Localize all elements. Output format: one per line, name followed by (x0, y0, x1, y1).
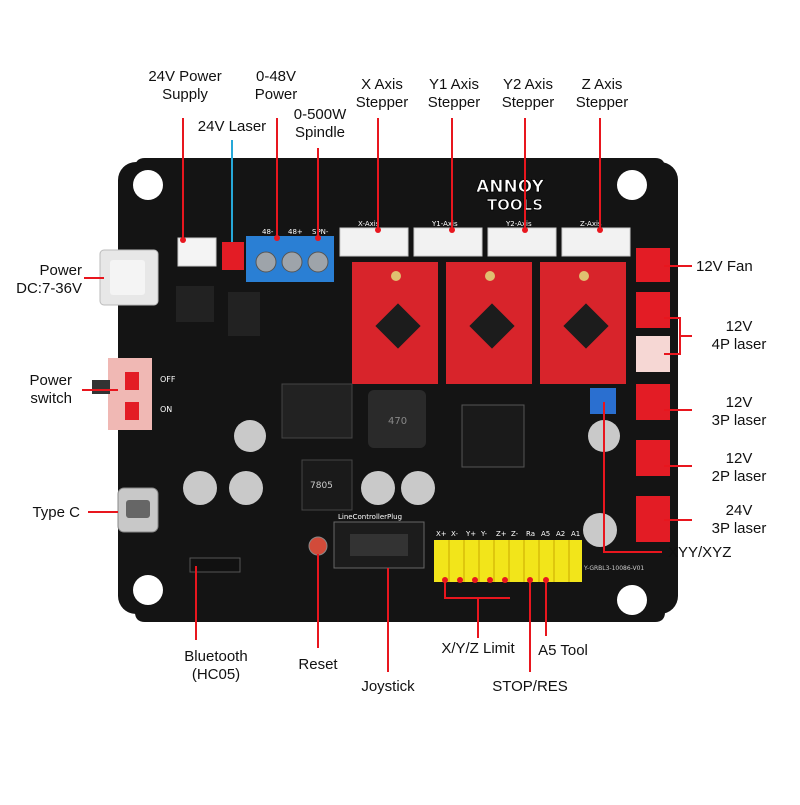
joystick-header: LineControllerPlug (333, 513, 425, 569)
brand-logo-line2: TOOLS (487, 196, 543, 214)
silk-pin-x-minus: X- (451, 530, 458, 538)
silk-pin-y-plus: Y+ (465, 530, 476, 538)
terminal-label-48-plus: 48+ (288, 228, 303, 236)
limit-headers: X+ X- Y+ Y- Z+ Z- Ra A5 A2 A1 (434, 530, 582, 582)
bluetooth-header (189, 557, 241, 573)
brand-logo: ANNOY TOOLS (476, 177, 545, 215)
silk-y2-axis: Y2-Axis (505, 220, 532, 228)
silk-off: OFF (160, 375, 176, 384)
silk-y1-axis: Y1-Axis (431, 220, 458, 228)
laser-24v-connector (222, 242, 244, 270)
silk-pin-a5: A5 (541, 530, 550, 538)
silk-model: Y-GRBL3-10086-V01 (583, 565, 644, 572)
brand-logo-line1: ANNOY (476, 177, 544, 197)
mount-hole-top-right (617, 170, 647, 200)
screw-terminal: 48- 48+ SPN- (246, 228, 334, 282)
silk-pin-z-minus: Z- (511, 530, 519, 538)
mount-hole-bottom-left (133, 575, 163, 605)
silk-line-controller: LineControllerPlug (338, 513, 402, 521)
callout-dots (180, 227, 603, 583)
reset-button (308, 536, 328, 556)
label-12v-fan: 12V Fan (696, 258, 753, 275)
silk-pin-x-plus: X+ (436, 530, 447, 538)
silk-on: ON (160, 405, 172, 414)
label-a5-tool: A5 Tool (538, 642, 588, 659)
mount-hole-bottom-right (617, 585, 647, 615)
inductor (368, 390, 426, 448)
label-reset: Reset (298, 656, 338, 673)
label-xyy-xyz: XYY/XYZ (668, 544, 732, 561)
label-stop-res: STOP/RES (492, 678, 568, 695)
power-switch-component: OFF ON (92, 358, 176, 430)
silk-x-axis: X-Axis (358, 220, 380, 228)
silk-inductor: 470 (388, 416, 407, 427)
stepper-connectors: X-Axis Y1-Axis Y2-Axis Z-Axis (339, 220, 631, 257)
silk-z-axis: Z-Axis (580, 220, 602, 228)
silk-pin-a2: A2 (556, 530, 565, 538)
label-joystick: Joystick (361, 678, 415, 695)
callout-lines (82, 118, 692, 672)
silk-pin-z-plus: Z+ (496, 530, 507, 538)
terminal-label-spn: SPN- (312, 228, 329, 236)
label-type-c: Type C (32, 504, 80, 521)
mcu-chip (461, 404, 525, 468)
label-24v-laser: 24V Laser (197, 118, 267, 135)
silk-pin-a1: A1 (571, 530, 580, 538)
label-xyz-limit: X/Y/Z Limit (441, 640, 515, 657)
stepper-drivers (352, 262, 626, 384)
mount-hole-top-left (133, 170, 163, 200)
silk-regulator: 7805 (310, 481, 333, 491)
silk-pin-y-minus: Y- (480, 530, 487, 538)
silk-pin-ra: Ra (526, 530, 535, 538)
terminal-label-48-minus: 48- (262, 228, 274, 236)
label-bluetooth: Bluetooth(HC05) (184, 648, 248, 683)
